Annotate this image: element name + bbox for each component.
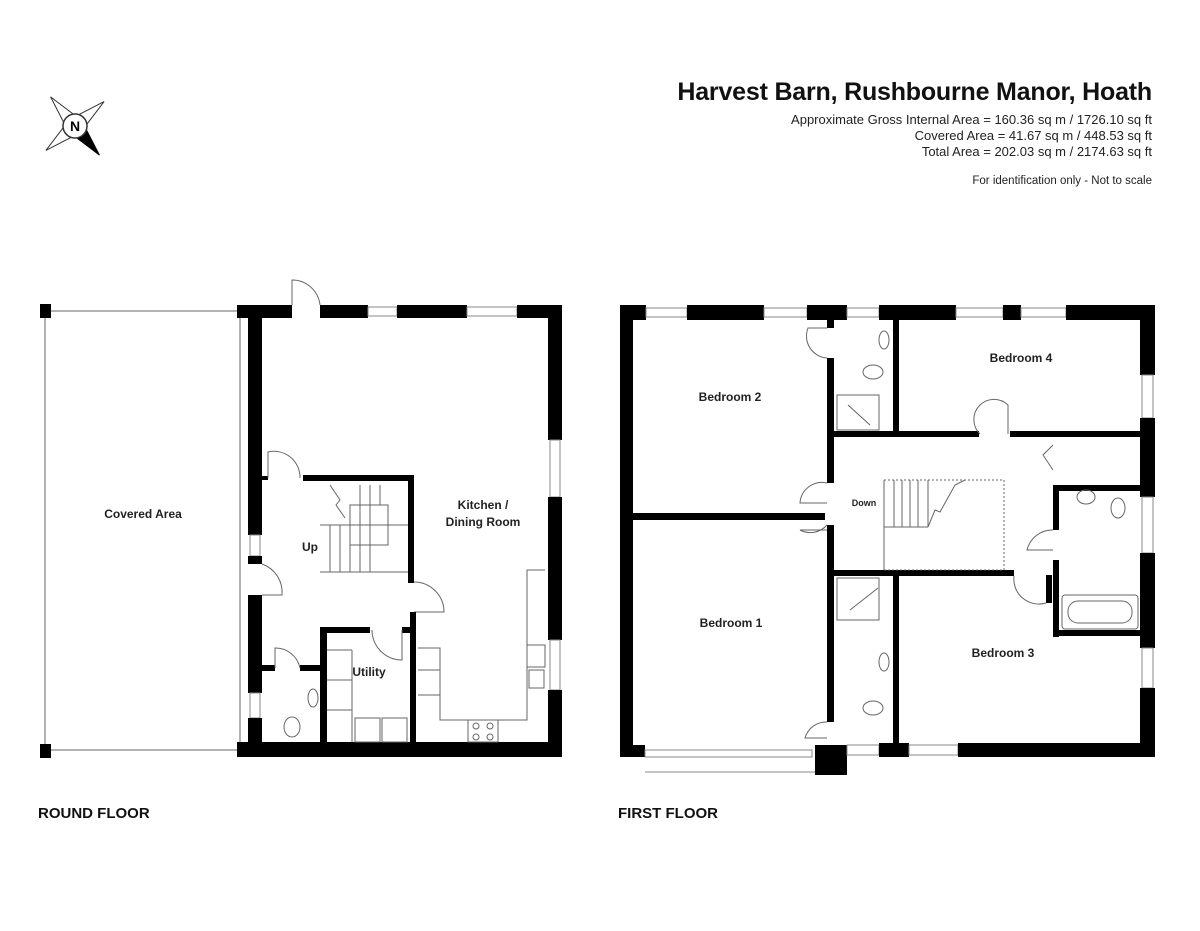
stairs-up-label: Up [302,540,318,554]
covered-area-label: Covered Area [104,507,182,521]
total-area: Total Area = 202.03 sq m / 2174.63 sq ft [921,144,1152,159]
bedroom-3-label: Bedroom 3 [972,646,1035,660]
compass-letter: N [70,118,80,134]
first-floor-title: FIRST FLOOR [618,805,718,822]
ground-floor-plan: Up Utility Kitchen / Dini [40,279,562,758]
first-floor-plan: Down Bedroom 2 Bedroom 4 Bedroom 1 Bedro… [620,305,1155,775]
kitchen-label-line2: Dining Room [446,515,521,529]
stairs-down-label: Down [852,498,877,508]
kitchen-label-line1: Kitchen / [458,498,509,512]
gross-internal-area: Approximate Gross Internal Area = 160.36… [791,112,1152,127]
covered-area-outline [44,310,241,751]
utility-label: Utility [352,665,386,679]
bedroom-1-label: Bedroom 1 [700,616,763,630]
bedroom-2-label: Bedroom 2 [699,390,762,404]
compass-north-icon: N [45,96,105,156]
bedroom-4-label: Bedroom 4 [990,351,1053,365]
disclaimer: For identification only - Not to scale [972,175,1152,187]
ground-floor-title: ROUND FLOOR [38,805,150,822]
property-title: Harvest Barn, Rushbourne Manor, Hoath [677,78,1152,106]
covered-area-size: Covered Area = 41.67 sq m / 448.53 sq ft [914,128,1152,143]
